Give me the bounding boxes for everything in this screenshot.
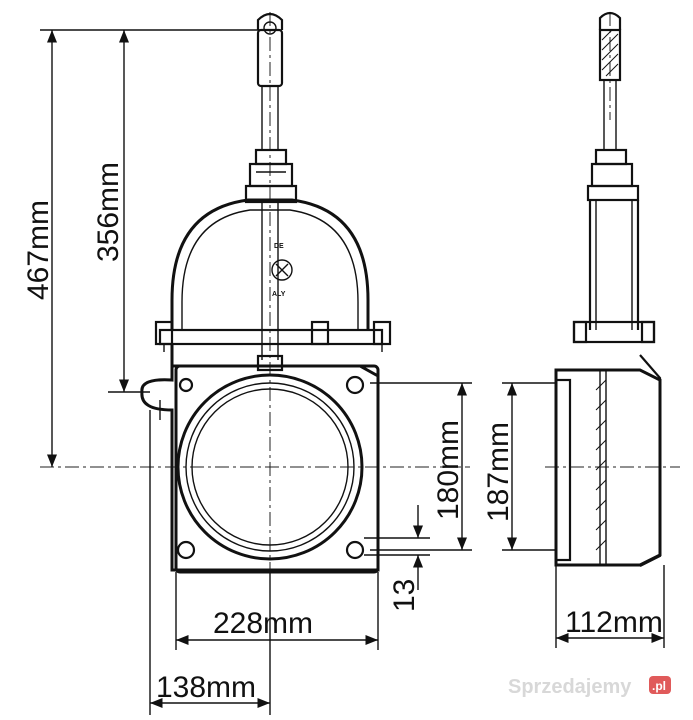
watermark-badge — [649, 676, 671, 694]
flange-bolt-holes — [176, 375, 365, 560]
side-body — [554, 200, 662, 567]
gland-assembly — [244, 148, 298, 204]
watermark-text: Sprzedajemy — [508, 676, 632, 698]
dim-label-flange-height-outer: 187mm — [482, 422, 515, 522]
side-view — [545, 11, 680, 567]
dim-label-overall-height: 467mm — [22, 200, 55, 300]
dim-bolt-offset: 13 — [364, 505, 430, 612]
dim-flange-height: 180mm — [370, 382, 472, 551]
dim-flange-height-outer: 187mm — [482, 382, 556, 551]
manufacturer-logo: DE ALY — [271, 243, 293, 298]
dim-flange-width: 228mm — [175, 572, 379, 650]
logo-text-bottom: ALY — [272, 291, 286, 298]
dim-label-body-height: 356mm — [92, 162, 125, 262]
side-gland — [586, 148, 640, 202]
side-handle — [598, 11, 622, 150]
dim-body-height: 356mm — [92, 30, 150, 393]
dim-side-depth: 112mm — [555, 565, 665, 648]
watermark: Sprzedajemy .pl — [508, 676, 671, 698]
dim-label-bolt-offset: 13 — [388, 579, 421, 612]
watermark-suffix: .pl — [652, 679, 666, 693]
bore-opening — [176, 373, 364, 561]
front-view: DE ALY — [40, 12, 470, 574]
dim-label-flange-width: 228mm — [213, 607, 313, 640]
dim-label-flange-height: 180mm — [432, 420, 465, 520]
bonnet-flange — [154, 320, 392, 352]
bonnet-dome — [170, 198, 370, 360]
gate-top — [256, 354, 284, 372]
dim-overall-height: 467mm — [22, 29, 262, 467]
dim-label-side-depth: 112mm — [565, 606, 663, 639]
valve-body — [140, 344, 380, 574]
handle-eye — [256, 12, 284, 150]
logo-text-top: DE — [274, 243, 284, 250]
dim-half-width: 138mm — [149, 410, 271, 715]
dim-label-half-width: 138mm — [156, 671, 256, 704]
